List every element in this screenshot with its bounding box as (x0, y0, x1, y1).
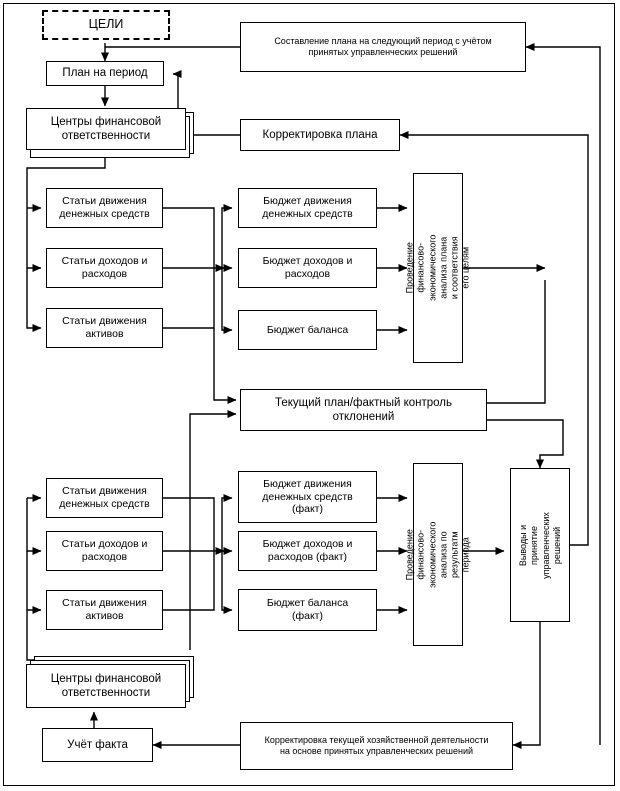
node-items-cash-plan-label: Статьи движения денежных средств (59, 195, 150, 220)
node-cfo-bottom-label: Центры финансовой ответственности (50, 672, 162, 699)
node-fact-accounting-label: Учёт факта (67, 738, 128, 751)
node-items-income-fact[interactable]: Статьи доходов и расходов (46, 531, 163, 571)
node-compose-plan-label: Составление плана на следующий период с … (274, 36, 492, 57)
node-items-assets-fact-label: Статьи движения активов (62, 597, 147, 622)
node-budget-cash-plan[interactable]: Бюджет движения денежных средств (238, 188, 377, 228)
node-budget-balance-fact[interactable]: Бюджет баланса (факт) (238, 589, 377, 631)
node-items-cash-plan[interactable]: Статьи движения денежных средств (46, 188, 163, 228)
node-goals-label: ЦЕЛИ (88, 17, 124, 32)
node-cfo-bottom[interactable]: Центры финансовой ответственности (26, 664, 186, 708)
node-budget-cash-plan-label: Бюджет движения денежных средств (262, 195, 353, 220)
node-items-income-plan-label: Статьи доходов и расходов (61, 255, 148, 280)
node-items-assets-plan-label: Статьи движения активов (62, 315, 147, 340)
node-budget-income-plan-label: Бюджет доходов и расходов (262, 255, 353, 280)
node-plan-fact-control-label: Текущий план/фактный контроль отклонений (274, 396, 452, 423)
node-fact-accounting[interactable]: Учёт факта (42, 728, 153, 762)
node-items-income-plan[interactable]: Статьи доходов и расходов (46, 248, 163, 288)
node-correct-plan-label: Корректировка плана (262, 128, 378, 141)
node-plan-period[interactable]: План на период (46, 61, 164, 86)
node-budget-cash-fact[interactable]: Бюджет движения денежных средств (факт) (238, 471, 377, 523)
diagram-outer-frame (3, 3, 615, 786)
node-compose-plan[interactable]: Составление плана на следующий период с … (240, 22, 526, 72)
node-budget-cash-fact-label: Бюджет движения денежных средств (факт) (262, 477, 353, 516)
node-budget-balance-plan[interactable]: Бюджет баланса (238, 310, 377, 350)
node-items-assets-fact[interactable]: Статьи движения активов (46, 590, 163, 630)
node-budget-income-plan[interactable]: Бюджет доходов и расходов (238, 248, 377, 288)
node-budget-balance-plan-label: Бюджет баланса (266, 323, 349, 336)
node-analysis-plan[interactable]: Проведение финансово- экономического ана… (404, 173, 471, 363)
node-analysis-fact[interactable]: Проведение финансово- экономического ана… (404, 463, 471, 646)
node-analysis-fact-label: Проведение финансово- экономического ана… (404, 521, 471, 588)
node-plan-period-label: План на период (62, 67, 148, 80)
node-budget-income-fact[interactable]: Бюджет доходов и расходов (факт) (238, 531, 377, 571)
node-correct-activity[interactable]: Корректировка текущей хозяйственной деят… (240, 722, 513, 770)
node-cfo-top-label: Центры финансовой ответственности (50, 115, 162, 142)
node-decisions-label: Выводы и принятие управленческих решений (517, 511, 562, 579)
node-items-cash-fact-label: Статьи движения денежных средств (59, 485, 150, 510)
node-goals[interactable]: ЦЕЛИ (42, 10, 170, 40)
node-correct-plan[interactable]: Корректировка плана (240, 119, 400, 151)
node-plan-fact-control[interactable]: Текущий план/фактный контроль отклонений (240, 389, 487, 431)
node-budget-balance-fact-label: Бюджет баланса (факт) (266, 597, 349, 622)
node-cfo-top[interactable]: Центры финансовой ответственности (26, 108, 186, 150)
node-correct-activity-label: Корректировка текущей хозяйственной деят… (264, 735, 489, 756)
node-items-cash-fact[interactable]: Статьи движения денежных средств (46, 478, 163, 518)
node-decisions[interactable]: Выводы и принятие управленческих решений (510, 468, 570, 622)
node-budget-income-fact-label: Бюджет доходов и расходов (факт) (262, 538, 353, 563)
node-items-income-fact-label: Статьи доходов и расходов (61, 538, 148, 563)
node-items-assets-plan[interactable]: Статьи движения активов (46, 308, 163, 348)
node-analysis-plan-label: Проведение финансово- экономического ана… (404, 234, 471, 302)
